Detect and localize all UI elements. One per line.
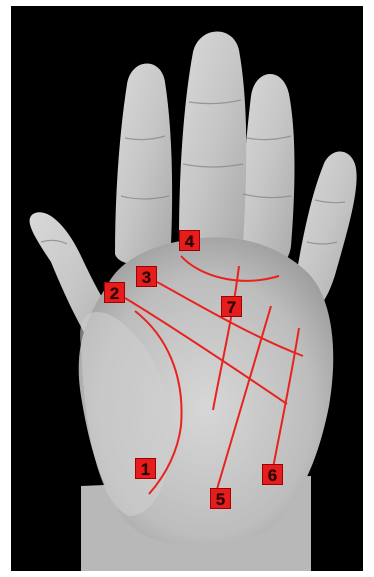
badge-2: 2: [104, 282, 125, 303]
badge-3: 3: [136, 266, 157, 287]
badge-4: 4: [179, 230, 200, 251]
badge-6: 6: [262, 464, 283, 485]
palm-photo: 1 2 3 4 5 6 7: [11, 6, 363, 571]
palm-illustration: [11, 6, 363, 571]
badge-5: 5: [210, 488, 231, 509]
badge-7: 7: [221, 296, 242, 317]
badge-1: 1: [135, 458, 156, 479]
